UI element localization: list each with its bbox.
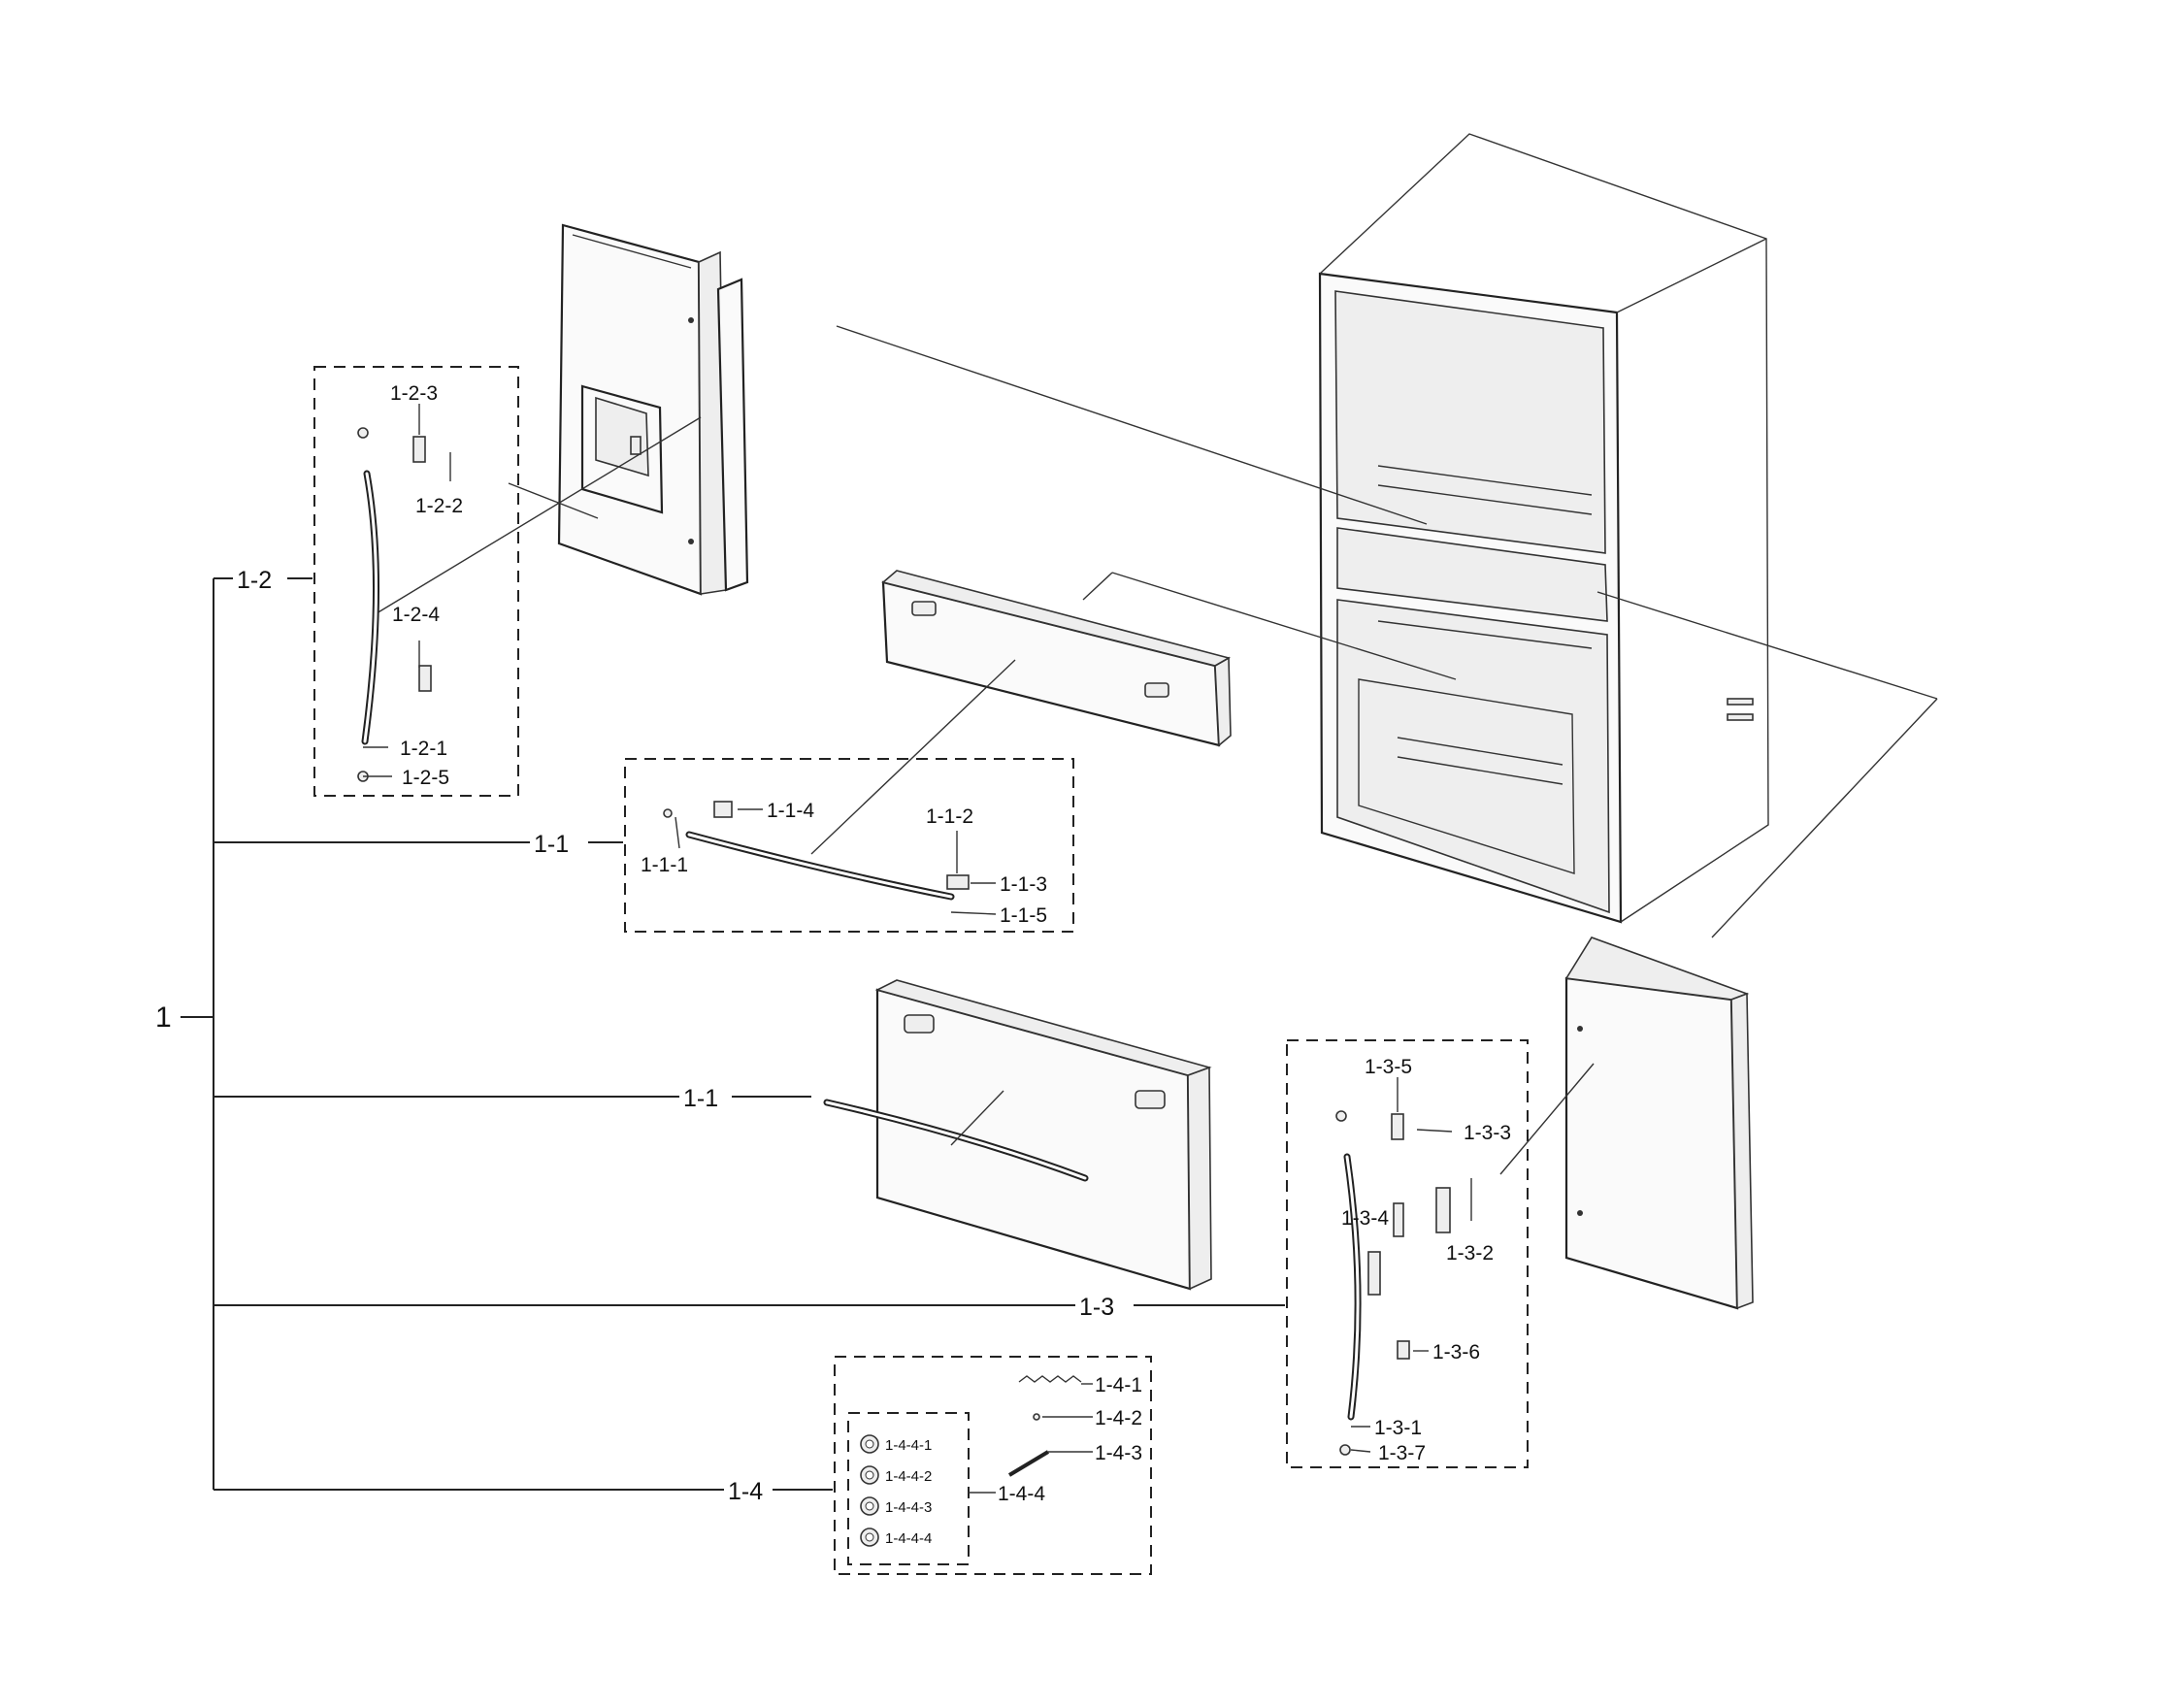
label-1-1-lower: 1-1	[683, 1085, 718, 1112]
group-box-1-3	[1286, 1039, 1529, 1468]
group-1-4-parts	[860, 1375, 1093, 1547]
label-1-3-5: 1-3-5	[1365, 1056, 1412, 1078]
label-1-4-2: 1-4-2	[1095, 1407, 1142, 1429]
label-1-4-1: 1-4-1	[1095, 1374, 1142, 1396]
guide-lines	[376, 325, 1938, 1175]
left-fridge-door	[557, 223, 749, 596]
label-1-1-1: 1-1-1	[641, 854, 688, 876]
label-1-1-2: 1-1-2	[926, 805, 973, 828]
label-1-2: 1-2	[237, 567, 272, 594]
label-1-2-5: 1-2-5	[402, 767, 449, 789]
group-1-2-parts	[357, 404, 451, 782]
label-1-3-4: 1-3-4	[1341, 1207, 1389, 1230]
label-1-4-4-3: 1-4-4-3	[885, 1499, 932, 1516]
label-1-3-6: 1-3-6	[1432, 1341, 1480, 1363]
label-1-3-3: 1-3-3	[1464, 1122, 1511, 1144]
label-1-2-2: 1-2-2	[415, 495, 463, 517]
upper-drawer-panel	[881, 570, 1232, 747]
part-labels: 1 1-2 1-1 1-1 1-3 1-4 1-2-3 1-2-2 1-2-4 …	[155, 382, 1511, 1547]
label-1-3-2: 1-3-2	[1446, 1242, 1494, 1265]
label-1-3-7: 1-3-7	[1378, 1442, 1426, 1464]
right-fridge-door	[1564, 936, 1754, 1310]
group-box-1-2	[313, 366, 519, 797]
group-1-1-parts	[663, 801, 997, 915]
fridge-cabinet	[1318, 133, 1769, 924]
label-1-1-5: 1-1-5	[1000, 904, 1047, 927]
label-1-4-4: 1-4-4	[998, 1483, 1045, 1505]
label-1: 1	[155, 1002, 172, 1034]
label-1-2-3: 1-2-3	[390, 382, 438, 405]
label-1-4-4-4: 1-4-4-4	[885, 1530, 932, 1547]
label-1-4: 1-4	[728, 1478, 763, 1505]
freezer-drawer-door	[823, 979, 1212, 1291]
label-1-4-4-2: 1-4-4-2	[885, 1468, 932, 1485]
label-1-1-3: 1-1-3	[1000, 873, 1047, 896]
label-1-3-1: 1-3-1	[1374, 1417, 1422, 1439]
label-1-2-4: 1-2-4	[392, 604, 440, 626]
group-1-3-parts	[1335, 1077, 1472, 1456]
label-1-4-4-1: 1-4-4-1	[885, 1437, 932, 1454]
label-1-4-3: 1-4-3	[1095, 1442, 1142, 1464]
group-box-1-1	[624, 758, 1074, 933]
group-box-1-4	[834, 1356, 1152, 1575]
label-1-1-upper: 1-1	[534, 831, 569, 858]
group-box-1-4-4	[847, 1412, 970, 1565]
hierarchy-tree	[181, 577, 1285, 1491]
label-1-2-1: 1-2-1	[400, 738, 447, 760]
label-1-3: 1-3	[1079, 1294, 1114, 1321]
label-1-1-4: 1-1-4	[767, 800, 814, 822]
